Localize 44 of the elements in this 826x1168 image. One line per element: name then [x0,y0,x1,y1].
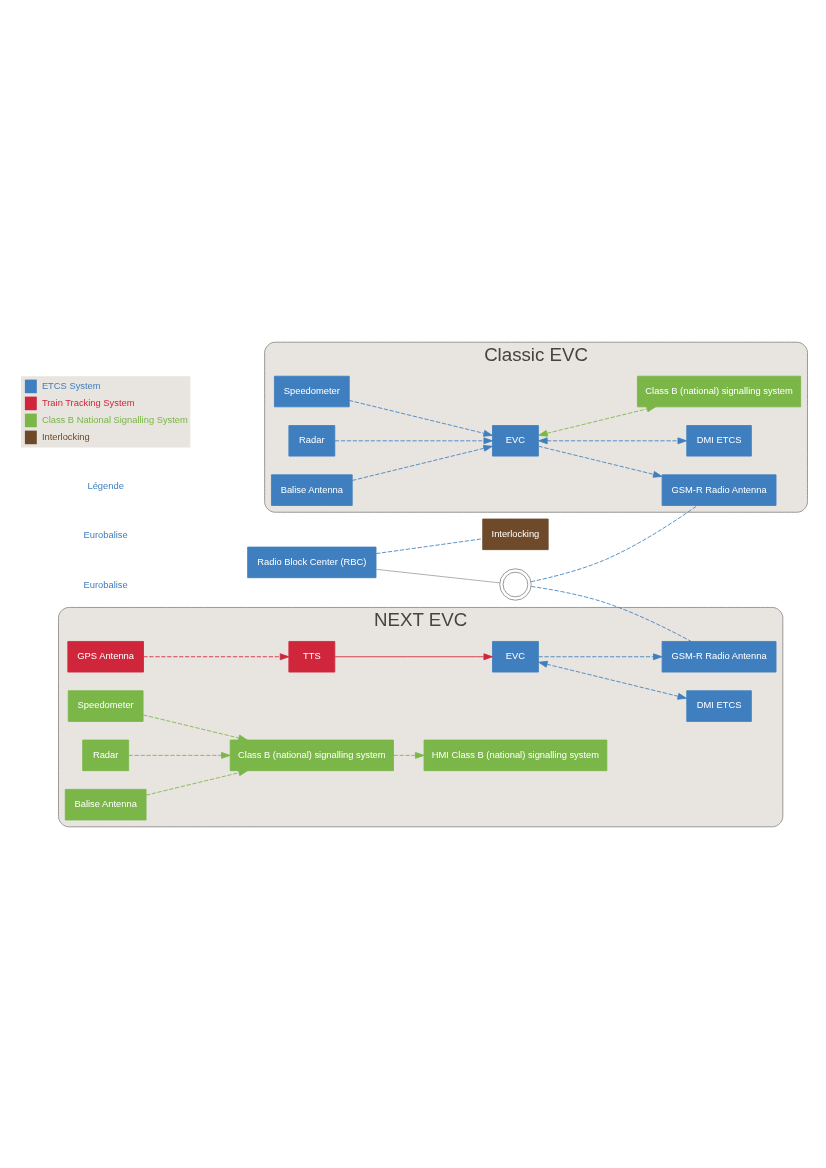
legend-label: ETCS System [41,380,101,391]
legend-label: Interlocking [41,431,90,442]
node-box: Radar [288,424,336,457]
arrow [538,652,663,660]
arrow [348,399,493,437]
arrow [128,751,231,759]
node-box: Radio Block Center (RBC) [247,546,377,578]
connector [530,504,698,582]
legend-label: Class B National Signalling System [41,414,188,425]
arrow [334,436,493,444]
arrow [334,652,493,660]
label: Légende [87,480,124,491]
node-box: Speedometer [274,375,350,407]
node-box: Radar [82,739,130,771]
node-box: Balise Antenna [271,473,353,506]
arrow [538,405,656,437]
arrow [142,714,248,741]
node-box: Interlocking [482,518,549,550]
node-box: GSM-R Radio Antenna [661,473,777,506]
node-box: TTS [288,640,336,672]
label: Eurobalise [83,529,128,540]
arrow [538,436,687,444]
connector [375,568,501,583]
node-box: HMI Class B (national) signalling system [423,739,608,771]
node-box: EVC [492,424,539,457]
node-box: DMI ETCS [686,424,752,457]
connector [375,537,484,554]
node-box: Balise Antenna [64,788,147,820]
arrow [145,768,248,796]
node-box: GPS Antenna [67,640,144,672]
node-box: Class B (national) signalling system [229,739,394,771]
arrow [143,652,290,660]
arrow [351,444,493,481]
legend-label: Train Tracking System [41,397,135,408]
arrow [538,660,687,700]
node-box: Speedometer [67,689,144,722]
connector [530,585,692,642]
node-box: Class B (national) signalling system [637,375,802,407]
node-box: GSM-R Radio Antenna [661,640,777,672]
label: Eurobalise [83,579,128,590]
node-box: DMI ETCS [686,689,752,722]
node-box: EVC [492,640,539,672]
arrow [393,751,425,759]
arrow [538,445,663,478]
